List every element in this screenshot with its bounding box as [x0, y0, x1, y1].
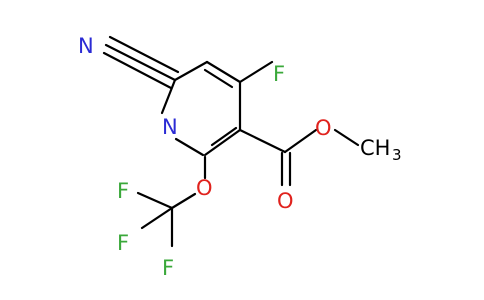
- bond-nitrile-2: [102, 51, 173, 90]
- bond-nitrile-3: [108, 35, 180, 74]
- bond-c5-c6: [173, 60, 209, 82]
- bond-o-methyl: [333, 128, 360, 147]
- bond-nitrile-1: [104, 43, 177, 82]
- atom-f-cf3-3: F: [162, 256, 174, 280]
- bond-c3-ccarbonyl: [238, 128, 287, 154]
- bond-c4-f: [238, 60, 274, 84]
- atom-methyl-subscript: 3: [392, 146, 402, 164]
- atom-n-ring: N: [162, 115, 178, 139]
- bond-o-cf3: [170, 192, 197, 210]
- bond-n1-c2: [174, 137, 205, 157]
- bond-c6-n1: [160, 78, 177, 115]
- atom-o-ester: O: [315, 116, 332, 140]
- bond-c4-c5: [205, 60, 242, 84]
- bond-c4-c5-double: [203, 68, 234, 89]
- bond-cf3-f1: [136, 191, 174, 210]
- atom-f-cf3-1: F: [117, 179, 129, 203]
- bond-cf3-f2: [140, 206, 174, 230]
- bond-ccarbonyl-o-single: [283, 128, 318, 154]
- bond-c2-c3: [203, 128, 242, 157]
- atom-n-nitrile: N: [78, 34, 94, 58]
- bond-c2-c3-double: [210, 126, 238, 147]
- atom-o-carbonyl: O: [277, 189, 294, 213]
- atom-methyl: CH: [360, 136, 390, 160]
- atom-f-cf3-2: F: [117, 231, 129, 255]
- atom-f-ring: F: [273, 62, 285, 86]
- atom-o-ether: O: [196, 176, 213, 200]
